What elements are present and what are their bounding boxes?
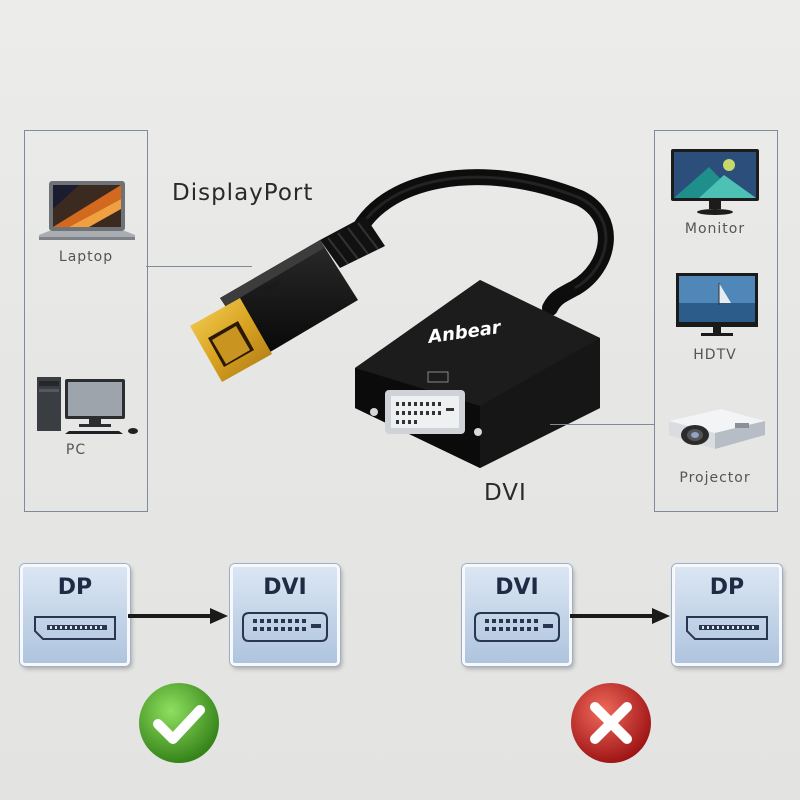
source-connector-line bbox=[146, 266, 252, 267]
display-device-panel: Monitor HDTV Projector bbox=[654, 130, 778, 512]
displayport-label: DisplayPort bbox=[172, 180, 314, 206]
dvi-port-icon bbox=[242, 612, 328, 642]
dvi-target-tile: DVI bbox=[230, 564, 340, 666]
dvi-port-icon bbox=[474, 612, 560, 642]
source-label-pc: PC bbox=[65, 442, 87, 458]
dp-target-tile: DP bbox=[672, 564, 782, 666]
tile-label: DVI bbox=[495, 575, 539, 600]
tile-label: DVI bbox=[263, 575, 307, 600]
display-label-projector: Projector bbox=[679, 470, 751, 486]
display-label-monitor: Monitor bbox=[684, 221, 746, 237]
laptop-icon bbox=[39, 181, 135, 240]
monitor-icon bbox=[671, 149, 759, 215]
dvi-source-tile: DVI bbox=[462, 564, 572, 666]
tile-label: DP bbox=[709, 575, 745, 600]
dvi-label: DVI bbox=[484, 480, 527, 506]
projector-icon bbox=[669, 409, 765, 449]
dp-port-icon bbox=[34, 616, 116, 640]
dp-source-tile: DP bbox=[20, 564, 130, 666]
adapter-image bbox=[190, 169, 614, 468]
display-label-hdtv: HDTV bbox=[693, 347, 737, 363]
desktop-pc-icon bbox=[37, 377, 138, 434]
hdtv-icon bbox=[676, 273, 758, 336]
arrow-right-icon bbox=[128, 608, 228, 624]
cross-icon bbox=[571, 683, 651, 763]
arrow-right-icon bbox=[570, 608, 670, 624]
source-label-laptop: Laptop bbox=[58, 249, 114, 265]
dp-port-icon bbox=[686, 616, 768, 640]
tile-label: DP bbox=[57, 575, 93, 600]
source-device-panel: Laptop PC bbox=[24, 130, 148, 512]
check-icon bbox=[139, 683, 219, 763]
display-connector-line bbox=[550, 424, 654, 425]
